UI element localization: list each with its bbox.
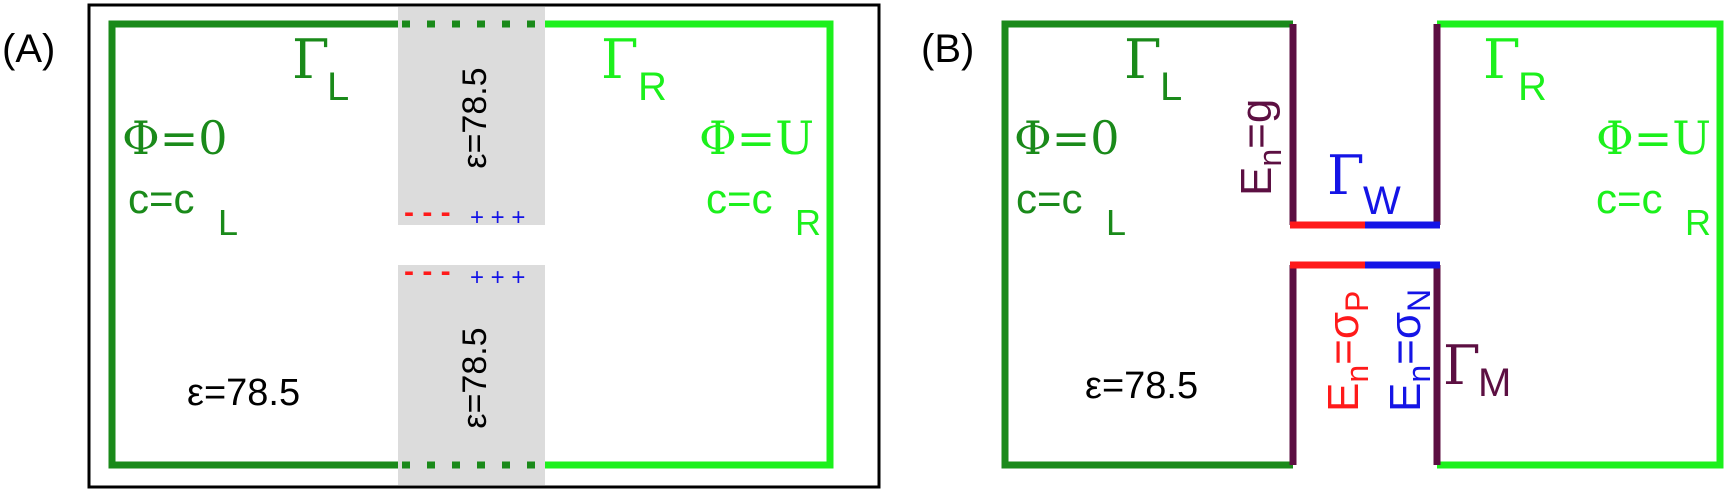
positive-charge-bc-label: En=σP (1319, 291, 1375, 412)
negative-charges-upper: - - - (404, 196, 451, 229)
gamma-l-label-a: Γ L (292, 28, 349, 109)
gamma-l-boundary-b (1001, 20, 1293, 469)
gamma-w-label: Γ W (1327, 144, 1401, 223)
conc-right-label-a: c=c R (706, 175, 821, 243)
epsilon-membrane-top-label: ε=78.5 (456, 67, 494, 168)
panel-a-frame (87, 3, 881, 489)
gamma-r-symbol: Γ (601, 28, 638, 91)
negative-charge-bc-label: En=σN (1381, 289, 1437, 412)
svg-text:En=σN: En=σN (1381, 289, 1437, 412)
gamma-l-symbol-b: Γ (1124, 28, 1161, 91)
panel-b-label: (B) (921, 27, 974, 71)
negative-subscript-n: n (1401, 365, 1437, 383)
negative-e: E (1381, 383, 1430, 412)
panel-a-label: (A) (2, 27, 55, 71)
gamma-m-subscript: M (1478, 361, 1511, 405)
positive-subscript-n: n (1339, 365, 1375, 383)
conc-right-label-b: c=c R (1596, 175, 1711, 243)
conc-left-base: c=c (128, 175, 195, 222)
gamma-r-subscript: R (638, 65, 667, 109)
conc-left-subscript-b: L (1106, 202, 1126, 243)
gamma-r-symbol-b: Γ (1483, 28, 1520, 91)
gamma-l-boundary (108, 20, 398, 469)
neumann-e: E (1232, 167, 1281, 196)
epsilon-bulk-label-a: ε=78.5 (187, 372, 300, 414)
epsilon-membrane-bottom-label: ε=78.5 (456, 327, 494, 428)
conc-right-base-b: c=c (1596, 175, 1663, 222)
gamma-r-subscript-b: R (1518, 65, 1547, 109)
gamma-m-label: Γ M (1443, 334, 1511, 405)
conc-right-subscript-b: R (1685, 202, 1711, 243)
neumann-subscript-n: n (1252, 149, 1288, 167)
conc-left-base-b: c=c (1016, 175, 1083, 222)
positive-charges-upper: + + + (470, 204, 525, 231)
positive-e: E (1319, 383, 1368, 412)
phi-right-label-a: Φ=U (699, 111, 814, 165)
membrane-upper-region (398, 7, 545, 225)
negative-charges-lower: - - - (404, 255, 451, 288)
svg-text:En=g: En=g (1232, 99, 1288, 196)
conc-right-base: c=c (706, 175, 773, 222)
phi-right-label-b: Φ=U (1596, 111, 1711, 165)
gamma-r-label-a: Γ R (601, 28, 667, 109)
negative-subscript-n2: N (1401, 289, 1437, 312)
membrane-lower-region (398, 265, 545, 485)
conc-right-subscript: R (795, 202, 821, 243)
conc-left-subscript: L (218, 202, 238, 243)
gamma-l-symbol: Γ (292, 28, 329, 91)
gamma-m-symbol: Γ (1443, 334, 1480, 397)
negative-sigma: =σ (1381, 312, 1430, 365)
neumann-rest: =g (1232, 99, 1281, 149)
gamma-r-boundary (545, 20, 834, 469)
positive-charges-lower: + + + (470, 264, 525, 291)
panel-a: (A) Γ L Γ R Φ=0 Φ=U c=c L c= (2, 3, 881, 489)
gamma-r-boundary-b (1437, 20, 1724, 469)
phi-left-label-b: Φ=0 (1014, 111, 1120, 165)
gamma-l-label-b: Γ L (1124, 28, 1182, 109)
svg-text:En=σP: En=σP (1319, 291, 1375, 412)
gamma-w-subscript: W (1363, 179, 1401, 223)
positive-sigma: =σ (1319, 312, 1368, 365)
gamma-l-subscript: L (327, 65, 349, 109)
conc-left-label-a: c=c L (128, 175, 238, 243)
gamma-l-subscript-b: L (1160, 65, 1182, 109)
neumann-bc-label: En=g (1232, 99, 1288, 196)
positive-subscript-p: P (1339, 291, 1375, 312)
gamma-w-symbol: Γ (1327, 144, 1364, 207)
gamma-r-label-b: Γ R (1483, 28, 1547, 109)
panel-b: (B) Γ L Γ R Γ W Γ M Φ=0 (921, 20, 1724, 469)
epsilon-bulk-label-b: ε=78.5 (1085, 365, 1198, 407)
phi-left-label-a: Φ=0 (122, 111, 228, 165)
conc-left-label-b: c=c L (1016, 175, 1126, 243)
